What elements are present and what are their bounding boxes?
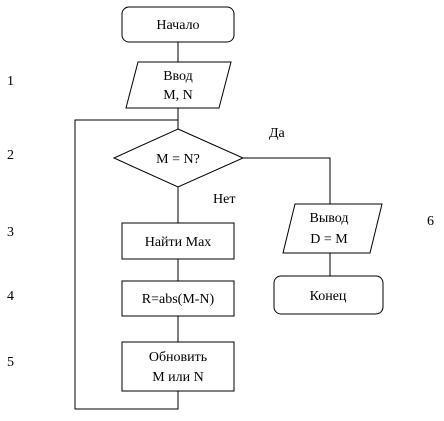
abs-label: R=abs(M-N) xyxy=(142,292,215,307)
output-parallelogram xyxy=(282,203,383,254)
find-max-label: Найти Max xyxy=(145,235,212,250)
update-process xyxy=(121,341,235,392)
step-number-6: 6 xyxy=(427,214,434,229)
input-label-line-2: M, N xyxy=(163,88,193,103)
start-terminator xyxy=(121,6,235,43)
step-number-2: 2 xyxy=(7,148,14,163)
connector-loop-back xyxy=(74,119,179,410)
input-parallelogram xyxy=(125,61,232,109)
no-branch-label: Нет xyxy=(213,192,235,207)
decision-label: M = N? xyxy=(156,152,200,167)
connector-group xyxy=(74,42,331,410)
end-label: Конец xyxy=(310,289,347,304)
output-label-line-1: Вывод xyxy=(310,211,349,226)
end-terminator xyxy=(273,275,384,315)
step-number-4: 4 xyxy=(7,289,14,304)
connector-yes-to-output xyxy=(243,157,331,204)
step-number-3: 3 xyxy=(7,225,14,240)
start-label: Начало xyxy=(156,18,199,33)
find-max-process xyxy=(121,222,235,260)
update-label-line-1: Обновить xyxy=(149,350,207,365)
input-label-line-1: Ввод xyxy=(163,69,193,84)
step-number-1: 1 xyxy=(7,74,14,89)
update-label-line-2: M или N xyxy=(152,370,204,385)
decision-diamond xyxy=(112,128,245,188)
yes-branch-label: Да xyxy=(269,126,286,141)
output-label-line-2: D = M xyxy=(310,232,348,247)
abs-process xyxy=(121,280,235,317)
step-number-5: 5 xyxy=(7,355,14,370)
